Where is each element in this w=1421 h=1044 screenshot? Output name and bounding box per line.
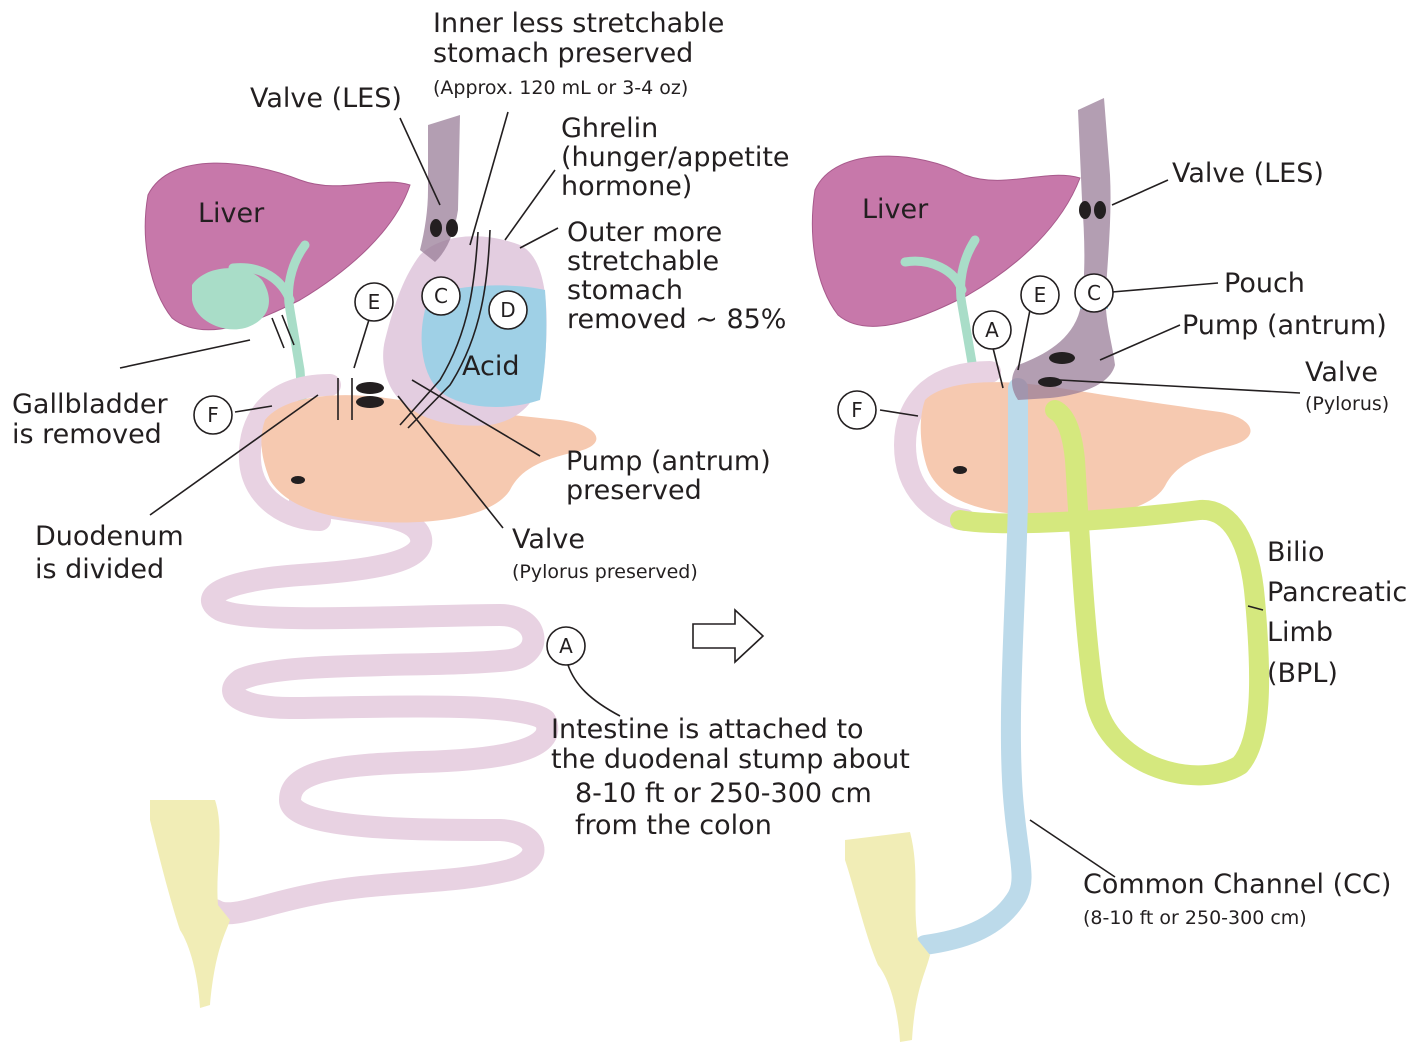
pump-mark-right (1049, 352, 1075, 364)
outer-stomach-line-1: Outer more (567, 217, 722, 248)
liver-label-right: Liver (862, 194, 929, 225)
common-channel-label: Common Channel (CC) (1083, 869, 1391, 900)
bpl-line-3: Limb (1267, 617, 1333, 648)
marker-c-right-text: C (1087, 281, 1101, 305)
bpl-line-1: Bilio (1267, 537, 1325, 568)
les-valve-mark-right-2 (1094, 201, 1106, 219)
outer-stomach-line-3: stomach (567, 275, 683, 306)
intestine-line-1: Intestine is attached to (551, 714, 864, 745)
common-channel-note: (8-10 ft or 250-300 cm) (1083, 907, 1307, 929)
inner-stomach-line-2: stomach preserved (433, 38, 693, 69)
pylorus-mark-left (356, 382, 384, 394)
pump-left-line-2: preserved (566, 475, 702, 506)
inner-stomach-line-1: Inner less stretchable (433, 8, 724, 39)
intestine-line-4: from the colon (575, 810, 772, 841)
valve-les-label-left: Valve (LES) (250, 83, 402, 114)
ghrelin-line-3: hormone) (561, 171, 692, 202)
liver-label-left: Liver (198, 198, 265, 229)
marker-f-left-text: F (207, 403, 219, 427)
valve-les-label-right: Valve (LES) (1172, 158, 1324, 189)
intestine-line-3: 8-10 ft or 250-300 cm (575, 778, 872, 809)
ampulla-mark-left (291, 476, 305, 484)
pylorus-mark-right (1038, 377, 1062, 387)
acid-label: Acid (462, 351, 519, 382)
ampulla-mark-right (953, 466, 967, 474)
pump-left-line-1: Pump (antrum) (566, 446, 771, 477)
marker-f-right-text: F (851, 398, 863, 422)
marker-e-right-text: E (1034, 283, 1047, 307)
ghrelin-line-1: Ghrelin (561, 113, 658, 144)
pump-label-right: Pump (antrum) (1182, 310, 1387, 341)
les-valve-mark-left-2 (446, 219, 458, 237)
les-valve-mark-left (430, 219, 442, 237)
colon-right (845, 832, 930, 1042)
duodenum-line-1: Duodenum (35, 521, 184, 552)
marker-a-left-text: A (559, 634, 573, 658)
les-valve-mark-right (1079, 201, 1091, 219)
ghrelin-line-2: (hunger/appetite (561, 142, 790, 173)
pylorus-mark-left-2 (356, 396, 384, 408)
valve-note-right: (Pylorus) (1305, 393, 1389, 415)
pouch-label: Pouch (1224, 268, 1305, 299)
marker-e-left-text: E (368, 290, 381, 314)
small-intestine-left (212, 500, 547, 913)
marker-c-left-text: C (434, 284, 448, 308)
right-anatomy (812, 98, 1259, 1042)
valve-pylorus-note-left: (Pylorus preserved) (512, 561, 698, 583)
bpl-line-2: Pancreatic (1267, 577, 1407, 608)
inner-stomach-note: (Approx. 120 mL or 3-4 oz) (433, 77, 688, 99)
bpl-line-4: (BPL) (1267, 658, 1338, 689)
transition-arrow-icon (693, 610, 763, 662)
valve-label-right: Valve (1305, 357, 1378, 388)
gallbladder-line-1: Gallbladder (12, 389, 169, 420)
valve-pylorus-label-left: Valve (512, 524, 585, 555)
outer-stomach-line-4: removed ~ 85% (567, 304, 786, 335)
intestine-line-2: the duodenal stump about (551, 744, 910, 775)
gallbladder-line-2: is removed (12, 419, 162, 450)
duodenum-line-2: is divided (35, 554, 164, 585)
marker-d-left-text: D (500, 298, 515, 322)
marker-a-right-text: A (985, 318, 999, 342)
outer-stomach-line-2: stretchable (567, 246, 719, 277)
